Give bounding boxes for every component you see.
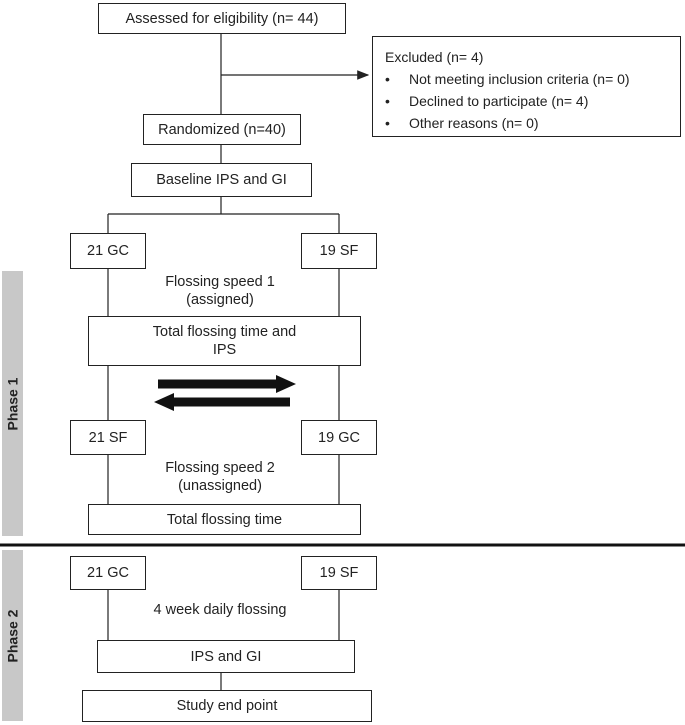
flossing-speed-2-line1: Flossing speed 2 (165, 460, 275, 476)
ips-gi-box: IPS and GI (97, 640, 355, 673)
bullet: • (385, 115, 390, 131)
flossing-speed-1-line1: Flossing speed 1 (165, 274, 275, 290)
daily-flossing-label: 4 week daily flossing (130, 601, 310, 619)
randomized-box: Randomized (n=40) (143, 114, 301, 145)
phase-1-label: Phase 1 (4, 377, 21, 430)
phase2-group-19sf-box: 19 SF (301, 556, 377, 590)
group-19gc-box: 19 GC (301, 420, 377, 455)
group-21gc-text: 21 GC (87, 243, 129, 259)
total-time-ips-line1: Total flossing time and (152, 324, 297, 340)
group-21sf-box: 21 SF (70, 420, 146, 455)
total-time-ips-box: Total flossing time and IPS (88, 316, 361, 366)
excluded-item: • Other reasons (n= 0) (385, 112, 670, 134)
phase-2-bar: Phase 2 (2, 550, 23, 721)
endpoint-box: Study end point (82, 690, 372, 722)
phase2-group-21gc-text: 21 GC (87, 565, 129, 581)
phase2-group-19sf-text: 19 SF (319, 565, 359, 581)
flossing-speed-2-line2: (unassigned) (178, 478, 262, 494)
total-time-text: Total flossing time (166, 511, 283, 528)
baseline-text: Baseline IPS and GI (156, 172, 287, 188)
phase-2-label: Phase 2 (4, 609, 21, 662)
daily-flossing-text: 4 week daily flossing (153, 602, 287, 618)
total-time-ips-line2: IPS (212, 342, 237, 358)
excluded-box: Excluded (n= 4) • Not meeting inclusion c… (372, 36, 681, 137)
excluded-title: Excluded (n= 4) (385, 49, 484, 65)
phase-1-bar: Phase 1 (2, 271, 23, 536)
total-time-box: Total flossing time (88, 504, 361, 535)
baseline-box: Baseline IPS and GI (131, 163, 312, 197)
assessed-text: Assessed for eligibility (n= 44) (125, 10, 319, 27)
excluded-list: • Not meeting inclusion criteria (n= 0) •… (385, 68, 670, 134)
flossing-speed-1-label: Flossing speed 1 (assigned) (130, 273, 310, 309)
assessed-box: Assessed for eligibility (n= 44) (98, 3, 346, 34)
bullet: • (385, 93, 390, 109)
endpoint-text: Study end point (176, 698, 278, 714)
excluded-item-text: Declined to participate (n= 4) (409, 93, 589, 109)
group-19sf-box: 19 SF (301, 233, 377, 269)
excluded-item: • Not meeting inclusion criteria (n= 0) (385, 68, 670, 90)
phase2-group-21gc-box: 21 GC (70, 556, 146, 590)
crossover-arrow-right-head (276, 375, 296, 393)
excluded-item: • Declined to participate (n= 4) (385, 90, 670, 112)
crossover-arrow-left-head (154, 393, 174, 411)
group-21gc-box: 21 GC (70, 233, 146, 269)
group-19gc-text: 19 GC (318, 429, 360, 446)
excluded-item-text: Not meeting inclusion criteria (n= 0) (409, 71, 630, 87)
group-21sf-text: 21 SF (88, 429, 128, 446)
randomized-text: Randomized (n=40) (158, 121, 286, 138)
bullet: • (385, 71, 390, 87)
flossing-speed-1-line2: (assigned) (186, 292, 254, 308)
excluded-item-text: Other reasons (n= 0) (409, 115, 539, 131)
group-19sf-text: 19 SF (319, 243, 359, 259)
ips-gi-text: IPS and GI (190, 648, 262, 665)
flossing-speed-2-label: Flossing speed 2 (unassigned) (130, 459, 310, 495)
